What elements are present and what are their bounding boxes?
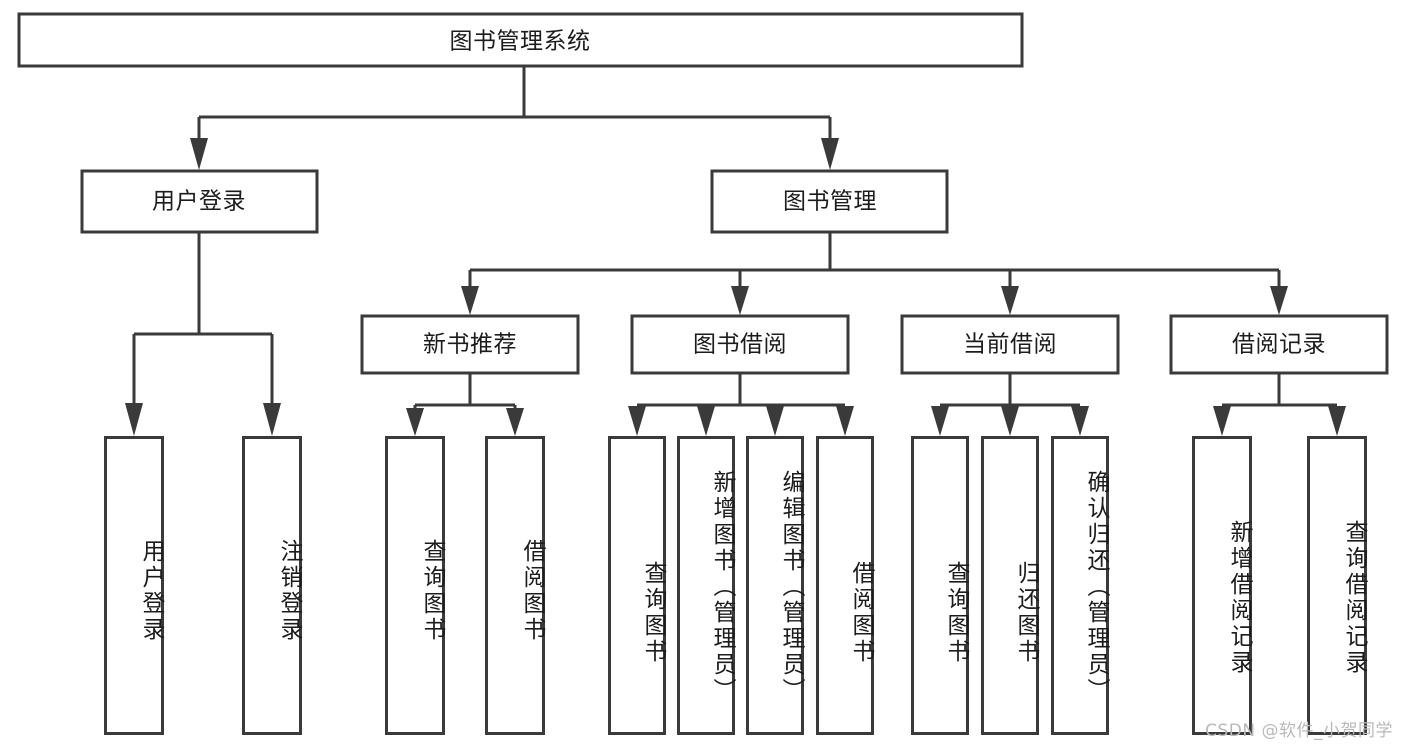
- connector-user-login-to-leaves: [125, 232, 281, 436]
- arrow-head-current-borrow: [1001, 286, 1019, 315]
- node-borrow-record[interactable]: 借阅记录: [1169, 314, 1389, 375]
- node-root-label: 图书管理系统: [450, 29, 591, 55]
- leaf-cb-confirm-return[interactable]: [1051, 436, 1109, 735]
- arrow-head-leaf-logout: [263, 403, 281, 436]
- arrow-head-cb-leaf-2: [1001, 406, 1019, 436]
- arrow-head-borrow-record: [1270, 286, 1288, 315]
- node-borrow-record-label: 借阅记录: [1232, 332, 1326, 358]
- connector-current-borrow-to-leaves: [931, 373, 1089, 436]
- leaf-br-add-record[interactable]: [1192, 436, 1252, 735]
- arrow-head-cb-leaf-1: [931, 406, 949, 436]
- node-new-book-recommend-box: [360, 314, 580, 375]
- leaf-bb-borrow-book[interactable]: [816, 436, 874, 735]
- node-book-borrow-box: [630, 314, 850, 375]
- node-book-manage[interactable]: 图书管理: [710, 169, 949, 234]
- node-root-box: [17, 12, 1024, 68]
- node-current-borrow-label: 当前借阅: [963, 332, 1057, 358]
- node-new-book-recommend[interactable]: 新书推荐: [360, 314, 580, 375]
- arrow-head-book-borrow: [731, 286, 749, 315]
- arrow-head-nb-leaf-1: [406, 408, 424, 436]
- arrow-head-user-login: [190, 138, 208, 170]
- leaf-bb-query-book[interactable]: [608, 436, 666, 735]
- connector-root-to-level2: [190, 66, 839, 170]
- connector-borrow-record-to-leaves: [1213, 373, 1346, 436]
- connector-book-borrow-to-leaves: [628, 373, 854, 436]
- arrow-head-br-leaf-1: [1213, 406, 1231, 436]
- node-root[interactable]: 图书管理系统: [17, 12, 1024, 68]
- node-book-borrow-label: 图书借阅: [693, 332, 787, 358]
- leaf-nb-query-book[interactable]: [385, 436, 445, 735]
- leaf-user-login[interactable]: [104, 436, 164, 735]
- arrow-head-bb-leaf-1: [628, 406, 646, 436]
- node-current-borrow-box: [900, 314, 1120, 375]
- arrow-head-bb-leaf-3: [766, 406, 784, 436]
- arrow-head-nb-leaf-2: [506, 408, 524, 436]
- node-book-manage-label: 图书管理: [783, 189, 877, 215]
- connector-book-manage-to-level3: [461, 232, 1288, 315]
- leaf-bb-add-book[interactable]: [677, 436, 735, 735]
- arrow-head-bb-leaf-2: [697, 406, 715, 436]
- arrow-head-leaf-user-login: [125, 403, 143, 436]
- leaf-cb-query-book[interactable]: [911, 436, 969, 735]
- arrow-head-cb-leaf-3: [1071, 406, 1089, 436]
- node-new-book-recommend-label: 新书推荐: [423, 332, 517, 358]
- leaf-bb-edit-book[interactable]: [746, 436, 804, 735]
- node-user-login[interactable]: 用户登录: [80, 169, 319, 234]
- leaf-logout[interactable]: [242, 436, 302, 735]
- node-current-borrow[interactable]: 当前借阅: [900, 314, 1120, 375]
- arrow-head-bb-leaf-4: [836, 406, 854, 436]
- leaf-br-query-record[interactable]: [1307, 436, 1367, 735]
- arrow-head-book-manage: [821, 138, 839, 170]
- arrow-head-new-book: [461, 286, 479, 315]
- connector-new-book-to-leaves: [406, 373, 524, 436]
- watermark-text: CSDN @软件_小贺同学: [1205, 721, 1393, 741]
- leaf-cb-return-book[interactable]: [981, 436, 1039, 735]
- arrow-head-br-leaf-2: [1328, 406, 1346, 436]
- node-user-login-label: 用户登录: [152, 189, 246, 215]
- node-book-borrow[interactable]: 图书借阅: [630, 314, 850, 375]
- leaf-nb-borrow-book[interactable]: [485, 436, 545, 735]
